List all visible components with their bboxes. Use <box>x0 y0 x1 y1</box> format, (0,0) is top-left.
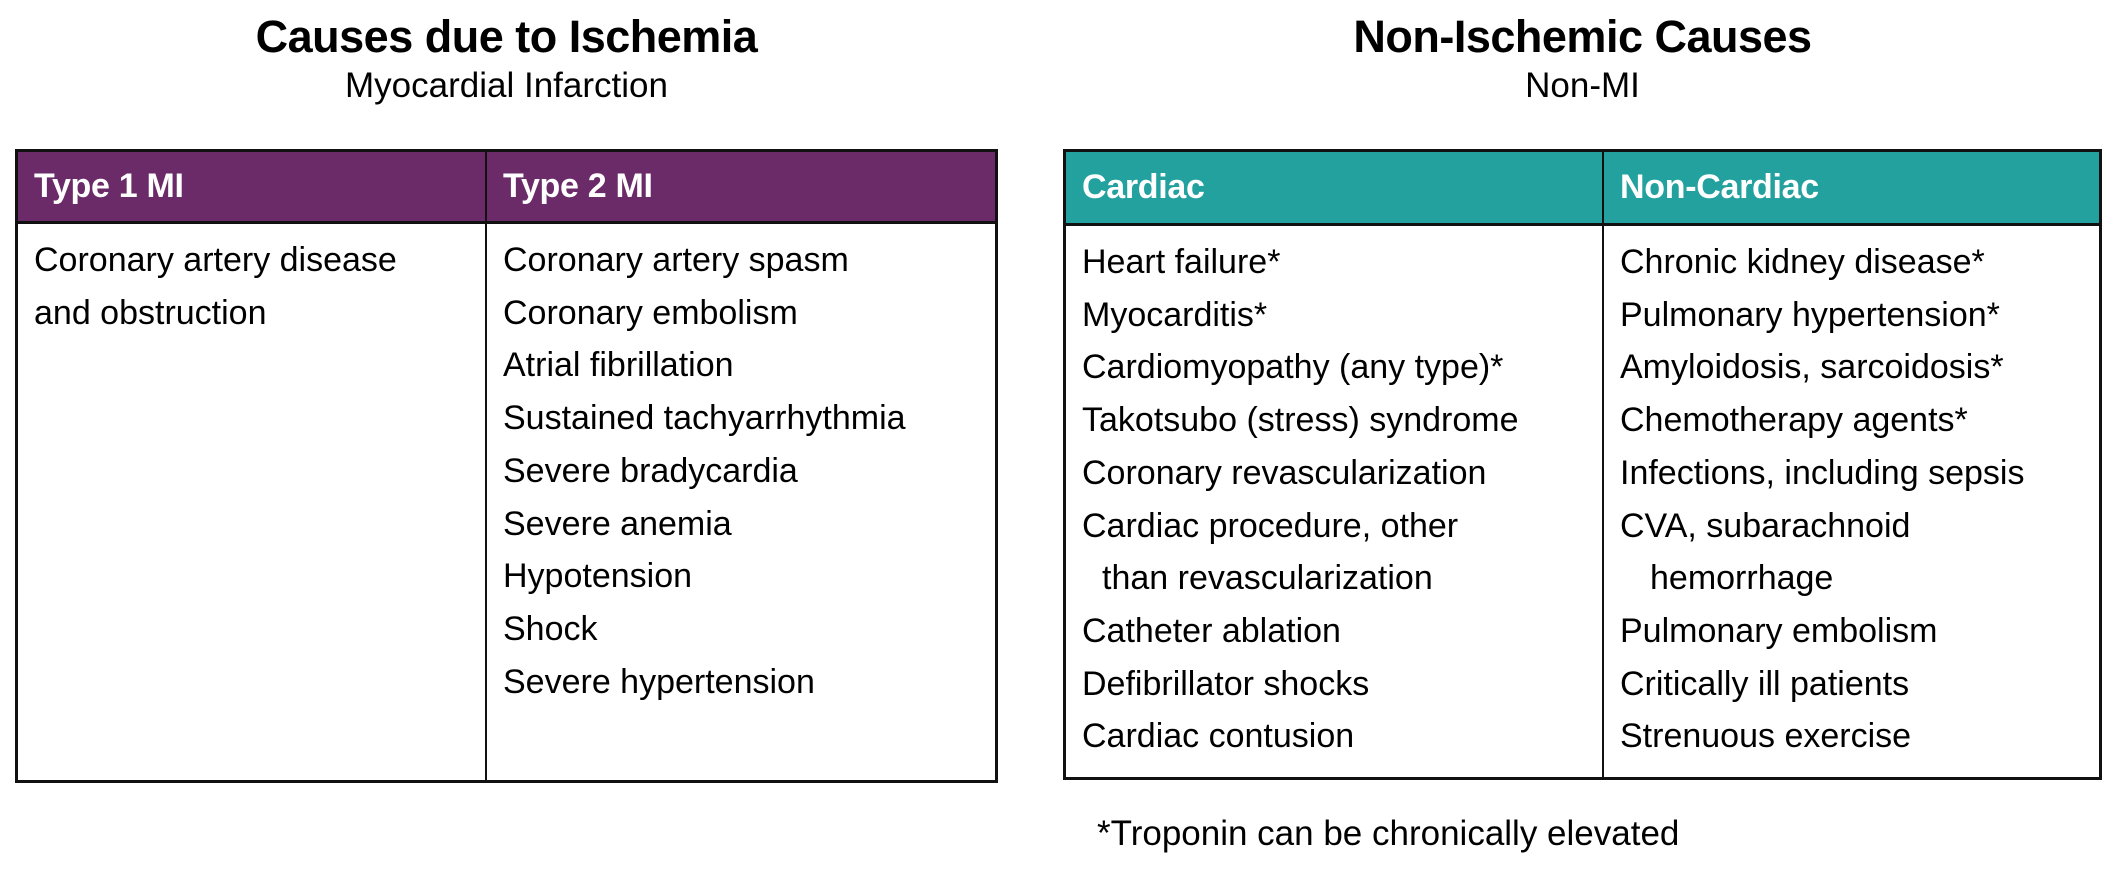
non-ischemic-section-subtitle: Non-MI <box>1525 66 1640 105</box>
list-item: Shock <box>503 609 598 648</box>
list-item-continuation: than revascularization <box>1102 559 1433 598</box>
header-cardiac: Cardiac <box>1082 168 1205 206</box>
list-item: Severe bradycardia <box>503 451 798 490</box>
non-ischemic-causes-table: Cardiac Non-Cardiac Heart failure* Myoca… <box>1063 149 2102 780</box>
list-item: Strenuous exercise <box>1620 717 1912 756</box>
type-1-mi-cell: Coronary artery disease and obstruction <box>18 234 485 339</box>
header-type-2-mi: Type 2 MI <box>503 167 653 205</box>
list-item: Cardiac procedure, other <box>1082 506 1459 545</box>
list-item: Chronic kidney disease* <box>1620 243 1985 281</box>
list-item: Critically ill patients <box>1620 664 1910 703</box>
ischemic-section-title: Causes due to Ischemia <box>255 11 758 62</box>
column-divider <box>485 152 487 780</box>
header-type-1-mi: Type 1 MI <box>34 167 184 205</box>
list-item: Takotsubo (stress) syndrome <box>1082 401 1519 440</box>
list-item: Myocarditis* <box>1082 295 1268 334</box>
list-item: and obstruction <box>34 293 267 332</box>
list-item: Coronary embolism <box>503 293 798 332</box>
ischemic-table-header: Type 1 MI Type 2 MI <box>18 152 995 224</box>
non-cardiac-cell: Chronic kidney disease* Pulmonary hypert… <box>1604 236 2099 763</box>
list-item: Pulmonary embolism <box>1620 611 1938 650</box>
type-2-mi-cell: Coronary artery spasm Coronary embolism … <box>487 234 995 708</box>
list-item: Amyloidosis, sarcoidosis* <box>1620 348 2004 387</box>
list-item: Catheter ablation <box>1082 611 1341 650</box>
list-item: Cardiomyopathy (any type)* <box>1082 348 1504 387</box>
list-item: Coronary revascularization <box>1082 453 1487 492</box>
list-item: Coronary artery disease <box>34 241 397 279</box>
list-item: Hypotension <box>503 557 693 596</box>
cardiac-cell: Heart failure* Myocarditis* Cardiomyopat… <box>1066 236 1602 763</box>
troponin-footnote: *Troponin can be chronically elevated <box>1097 814 1680 853</box>
list-item: Pulmonary hypertension* <box>1620 295 2000 334</box>
list-item: Severe anemia <box>503 504 732 543</box>
non-ischemic-section-title: Non-Ischemic Causes <box>1353 11 1812 62</box>
list-item: Infections, including sepsis <box>1620 453 2025 492</box>
ischemic-causes-table: Type 1 MI Type 2 MI Coronary artery dise… <box>15 149 998 783</box>
column-divider <box>1602 152 1604 777</box>
list-item: CVA, subarachnoid <box>1620 506 1911 545</box>
list-item: Sustained tachyarrhythmia <box>503 399 906 438</box>
list-item: Defibrillator shocks <box>1082 664 1370 703</box>
list-item: Coronary artery spasm <box>503 241 849 279</box>
list-item: Chemotherapy agents* <box>1620 401 1968 440</box>
list-item: Heart failure* <box>1082 243 1281 281</box>
list-item: Atrial fibrillation <box>503 346 734 385</box>
non-ischemic-table-header: Cardiac Non-Cardiac <box>1066 152 2099 226</box>
list-item: Severe hypertension <box>503 662 815 701</box>
ischemic-section-subtitle: Myocardial Infarction <box>345 66 668 105</box>
list-item: Cardiac contusion <box>1082 717 1355 756</box>
header-non-cardiac: Non-Cardiac <box>1620 168 1819 206</box>
list-item-continuation: hemorrhage <box>1650 559 1834 598</box>
